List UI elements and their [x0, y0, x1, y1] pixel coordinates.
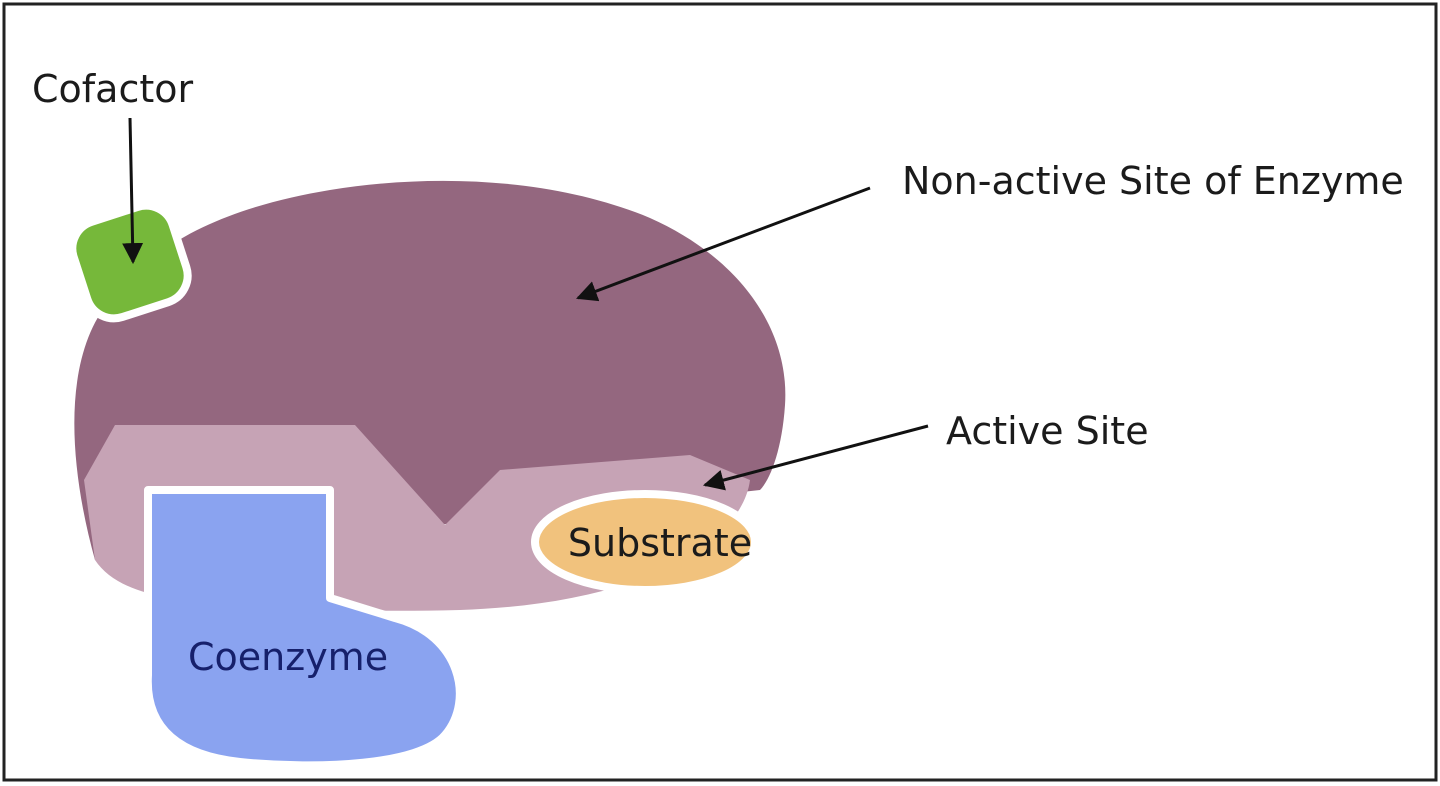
cofactor-label: Cofactor [32, 67, 193, 111]
non-active-site-arrow [576, 186, 871, 302]
substrate-label: Substrate [568, 521, 752, 565]
active-site-arrow [702, 424, 929, 491]
coenzyme-label: Coenzyme [188, 635, 388, 679]
non-active-site-label: Non-active Site of Enzyme [902, 159, 1404, 203]
coenzyme-shape [143, 486, 464, 770]
substrate-shape [531, 490, 759, 594]
active-site-label: Active Site [946, 409, 1149, 453]
cofactor-arrow [122, 117, 144, 265]
